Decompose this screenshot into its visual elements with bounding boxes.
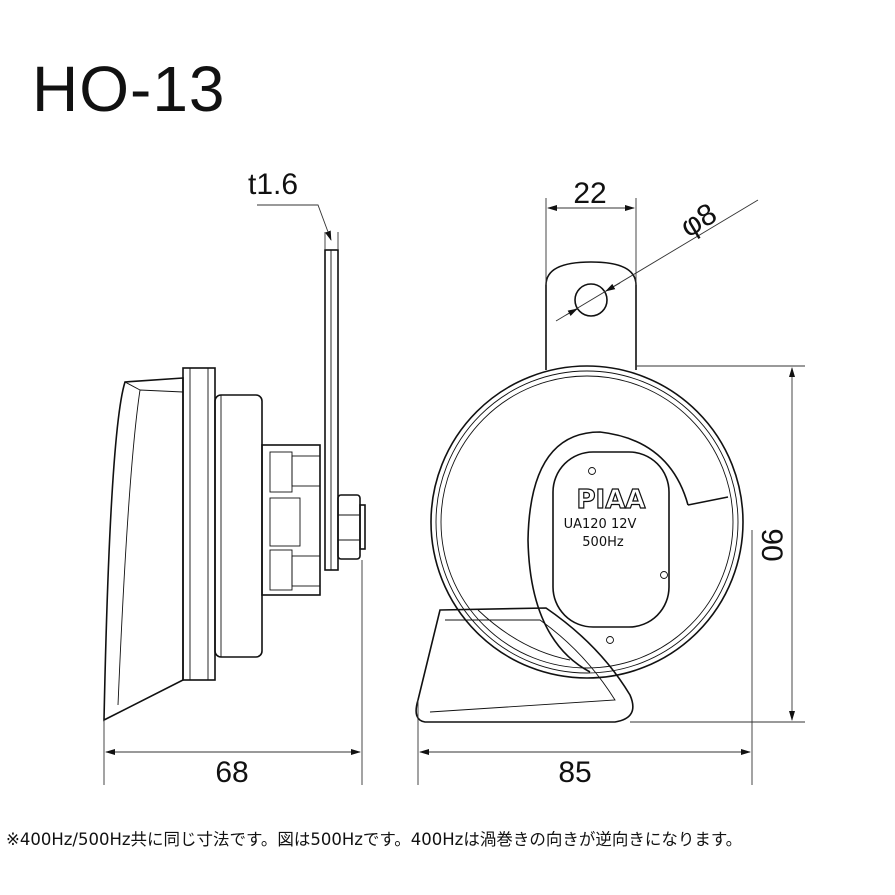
footnote: ※400Hz/500Hz共に同じ寸法です。図は500Hzです。400Hzは渦巻き… bbox=[6, 830, 743, 849]
width-dimension-label: 85 bbox=[558, 756, 591, 789]
hole-diameter-label: φ8 bbox=[675, 197, 723, 244]
model-label: UA120 12V bbox=[564, 517, 637, 532]
page-title: HO-13 bbox=[32, 53, 226, 125]
thickness-dimension-label: t1.6 bbox=[248, 168, 298, 201]
side-view bbox=[103, 249, 366, 722]
depth-dimension-label: 68 bbox=[215, 756, 248, 789]
bracket-width-label: 22 bbox=[573, 177, 606, 210]
frequency-label: 500Hz bbox=[582, 535, 624, 550]
front-view bbox=[415, 261, 744, 723]
height-dimension-label: 90 bbox=[755, 528, 788, 561]
brand-logo: PIAA bbox=[577, 485, 646, 515]
